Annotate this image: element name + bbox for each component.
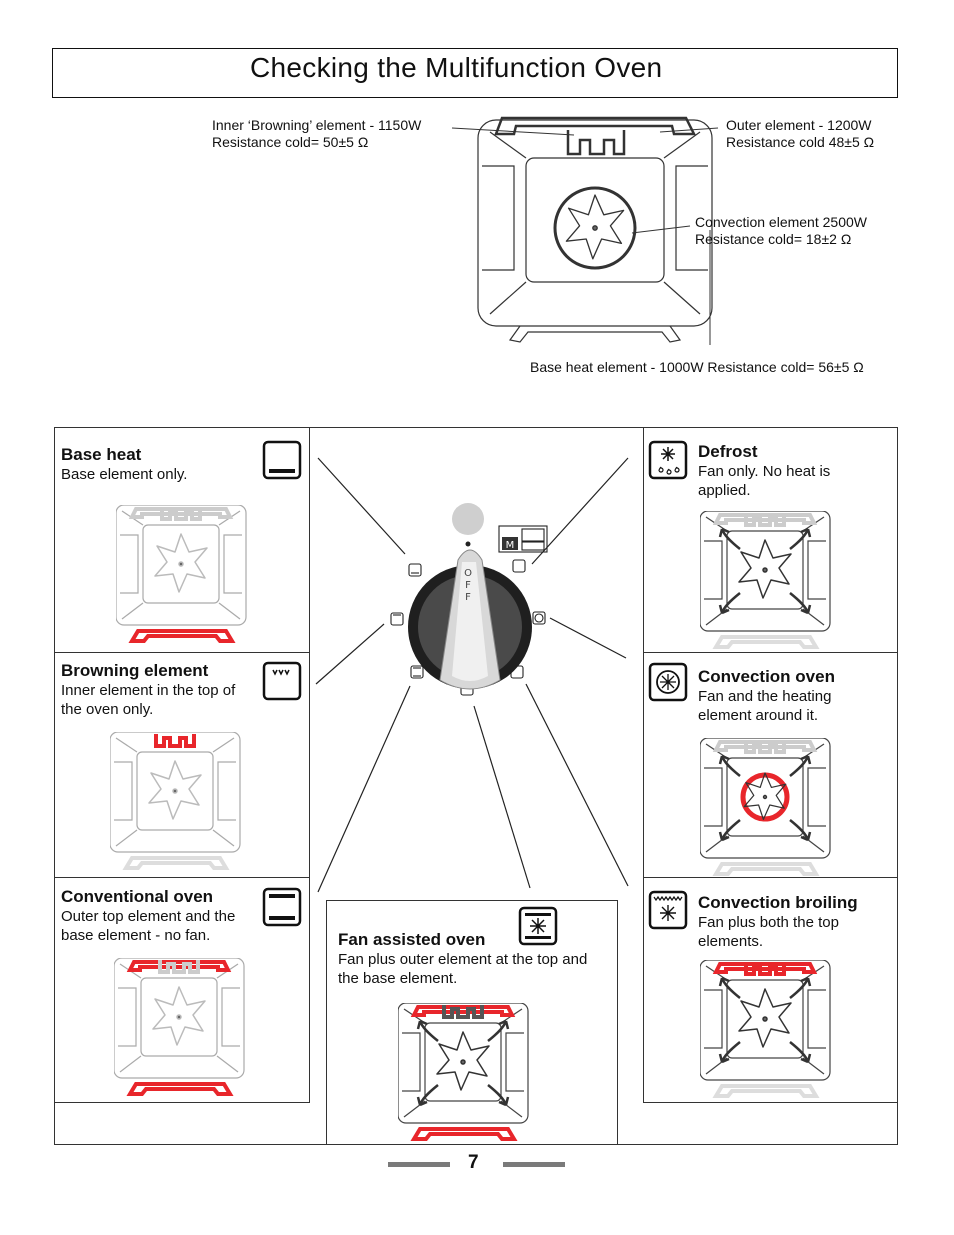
- off-label-f1: F: [465, 580, 471, 591]
- off-label-f2: F: [465, 592, 471, 603]
- cell-browning: Browning element Inner element in the to…: [61, 661, 256, 719]
- convection-icon: [648, 662, 688, 702]
- defrost-icon: [648, 440, 688, 480]
- grid-center-right: [617, 900, 618, 1145]
- off-label-o: O: [464, 568, 472, 579]
- grid-center-top: [326, 900, 618, 901]
- leader-lines: [451, 127, 719, 345]
- cell-title: Defrost: [698, 442, 758, 461]
- page-bar-right: [503, 1162, 565, 1167]
- grid-top: [54, 427, 898, 428]
- grid-inner-right: [643, 427, 644, 1102]
- inner-element-line1: Inner ‘Browning’ element - 1150W: [212, 117, 422, 133]
- cell-conventional: Conventional oven Outer top element and …: [61, 887, 266, 945]
- title-box: [52, 48, 898, 98]
- convection-broiling-oven-illustration: [700, 960, 831, 1098]
- grid-left-h2: [54, 877, 310, 878]
- cell-title: Conventional oven: [61, 887, 214, 906]
- cell-desc: Fan only. No heat is applied.: [698, 463, 831, 499]
- defrost-oven-illustration: [700, 511, 831, 649]
- cell-desc: Outer top element and the base element -…: [61, 908, 236, 944]
- grid-right: [897, 427, 898, 1145]
- cell-desc: Base element only.: [61, 466, 188, 483]
- cell-desc: Fan and the heating element around it.: [698, 688, 832, 724]
- cell-base-heat: Base heat Base element only.: [61, 445, 256, 484]
- cell-title: Convection oven: [698, 667, 835, 686]
- grid-right-h1: [643, 652, 898, 653]
- cell-desc: Fan plus outer element at the top and th…: [338, 951, 588, 987]
- conventional-oven-illustration: [114, 958, 245, 1096]
- base-heat-oven-illustration: [116, 505, 247, 643]
- conventional-icon: [262, 887, 302, 927]
- grid-left-h1: [54, 652, 310, 653]
- base-heat-icon: [262, 440, 302, 480]
- page-bar-left: [388, 1162, 450, 1167]
- fan-assisted-icon: [518, 906, 558, 946]
- page-title: Checking the Multifunction Oven: [250, 52, 663, 83]
- grid-inner-left: [309, 427, 310, 1102]
- outer-element-label: Outer element - 1200W Resistance cold 48…: [726, 117, 874, 151]
- cell-defrost: Defrost Fan only. No heat is applied.: [698, 442, 868, 500]
- inner-element-label: Inner ‘Browning’ element - 1150W Resista…: [212, 117, 421, 151]
- mode-label: M: [506, 540, 515, 551]
- outer-element-line2: Resistance cold 48±5 Ω: [726, 134, 875, 150]
- grid-right-h3: [643, 1102, 898, 1103]
- selector-knob-diagram: M O F F: [315, 457, 629, 893]
- grid-left-h3: [54, 1102, 310, 1103]
- inner-element-line2: Resistance cold= 50±5 Ω: [212, 134, 369, 150]
- base-element-label: Base heat element - 1000W Resistance col…: [530, 359, 864, 375]
- convection-element-line1: Convection element 2500W: [695, 214, 867, 230]
- grid-center-left: [326, 900, 327, 1145]
- cell-title: Fan assisted oven: [338, 930, 486, 949]
- convection-element-line2: Resistance cold= 18±2 Ω: [695, 231, 852, 247]
- convection-element-label: Convection element 2500W Resistance cold…: [695, 214, 867, 248]
- cell-desc: Fan plus both the top elements.: [698, 914, 839, 950]
- grid-bottom: [54, 1144, 898, 1145]
- cell-title: Browning element: [61, 661, 209, 680]
- convection-oven-illustration: [700, 738, 831, 876]
- grid-left: [54, 427, 55, 1145]
- cell-fan-assisted: Fan assisted oven Fan plus outer element…: [338, 930, 598, 988]
- outer-element-line1: Outer element - 1200W: [726, 117, 872, 133]
- page-number: 7: [468, 1152, 479, 1173]
- cell-convection: Convection oven Fan and the heating elem…: [698, 667, 868, 725]
- convection-broiling-icon: [648, 890, 688, 930]
- fan-assisted-oven-illustration: [398, 1003, 529, 1141]
- cell-desc: Inner element in the top of the oven onl…: [61, 682, 236, 718]
- browning-oven-illustration: [110, 732, 241, 870]
- grid-right-h2: [643, 877, 898, 878]
- cell-title: Convection broiling: [698, 893, 858, 912]
- browning-icon: [262, 661, 302, 701]
- oven-diagram: [477, 116, 713, 343]
- cell-title: Base heat: [61, 445, 142, 464]
- cell-convection-broiling: Convection broiling Fan plus both the to…: [698, 893, 888, 951]
